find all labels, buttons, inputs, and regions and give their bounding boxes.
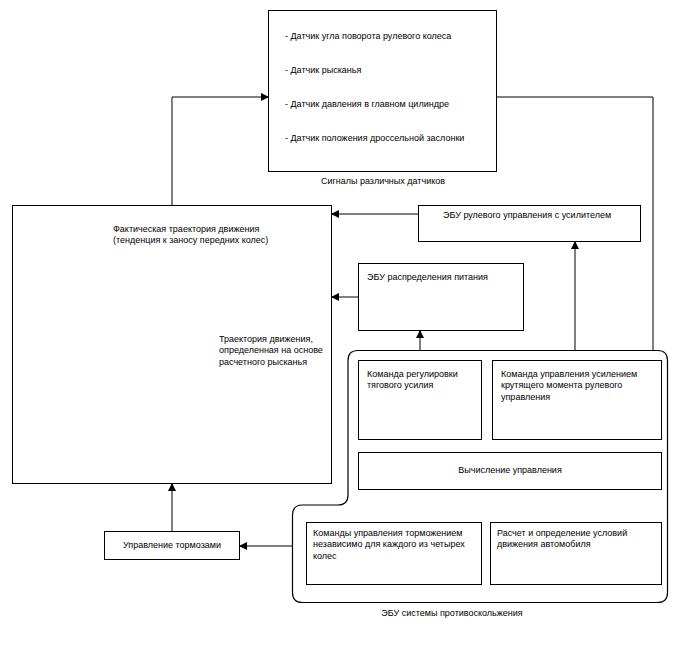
node-text: - Датчик давления в главном цилиндре [285, 99, 493, 110]
node-text: ЭБУ распределения питания [367, 272, 515, 283]
node-text: Управление тормозами [111, 540, 233, 551]
node-text: - Датчик угла поворота рулевого колеса [285, 31, 493, 42]
process-box: Команда регулировки тягового усилия [358, 360, 482, 440]
node-text: - Датчик положения дроссельной заслонки [285, 133, 495, 144]
sensor-box: - Датчик угла поворота рулевого колеса - … [268, 10, 497, 172]
flow-arrow [332, 297, 358, 298]
process-box: Команда управления усилением крутящего м… [492, 360, 662, 440]
ecu-group: ЭБУ системы противоскольженияКоманда рег… [292, 350, 668, 603]
control-box: Управление тормозами [104, 531, 240, 560]
node-text: Расчет и определение условий движения ав… [497, 528, 655, 551]
node-text: Команды управления торможением независим… [313, 528, 475, 562]
node-text: Вычисление управления [367, 465, 653, 476]
flow-arrow [172, 484, 173, 531]
node-text: ЭБУ рулевого управления с усилителем [443, 210, 632, 221]
process-box: Команды управления торможением независим… [306, 522, 482, 585]
flow-arrow [332, 214, 418, 215]
ecu-box: ЭБУ рулевого управления с усилителем [418, 205, 641, 242]
flow-arrow [172, 97, 268, 205]
process-box: Вычисление управления [358, 452, 662, 490]
flow-arrow [575, 242, 576, 360]
node-text: Команда управления усилением крутящего м… [501, 369, 653, 403]
node-text: Сигналы различных датчиков [283, 176, 483, 187]
node-text: Траектория движения, определенная на осн… [219, 334, 327, 368]
node-text: - Датчик рысканья [285, 65, 493, 76]
node-text: Фактическая траектория движения (тенденц… [113, 224, 291, 247]
vehicle-box: Фактическая траектория движения (тенденц… [12, 205, 332, 484]
node-text: Команда регулировки тягового усилия [367, 369, 473, 392]
ecu-box: ЭБУ распределения питания [358, 263, 524, 331]
group-border [293, 351, 668, 603]
node-text: ЭБУ системы противоскольжения [352, 608, 552, 619]
process-box: Расчет и определение условий движения ав… [490, 522, 662, 585]
